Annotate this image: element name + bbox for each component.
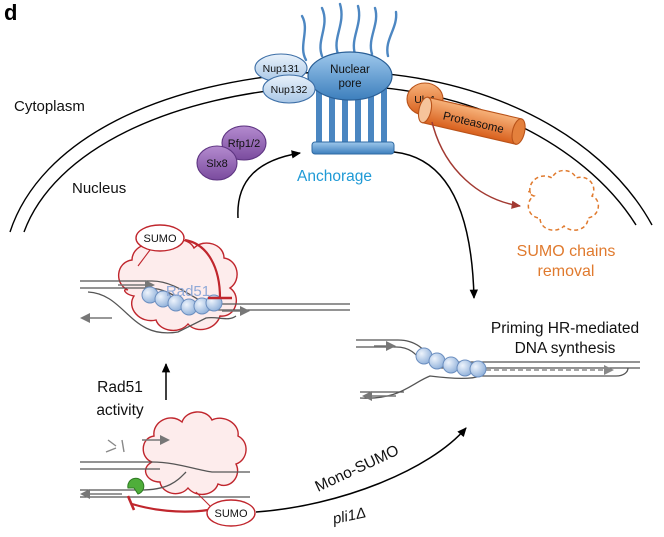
proteasome: Proteasome [417,96,526,145]
priming-label-line2: DNA synthesis [515,340,616,357]
sumo-tag-lower: SUMO [206,499,256,527]
panel-label: d [4,0,17,25]
sumo-removal-label-line1: SUMO chains [517,243,616,260]
anchorage-label: Anchorage [297,168,372,185]
sumo-inhibition-upper [184,238,222,299]
arrow-to-anchorage [237,150,302,219]
mono-sumo-label: Mono-SUMO [313,442,402,496]
nup131-label: Nup131 [263,63,300,75]
rad51-label: Rad51 [166,283,210,300]
priming-label-line1: Priming HR-mediated [491,320,639,337]
lower-sumo-cloud [142,411,247,495]
broken-fragments [105,439,125,453]
slx8-label: Slx8 [206,158,227,170]
right-fork [356,339,640,401]
slx8: Slx8 [196,145,238,181]
upper-fork: Rad51 SUMO [80,224,350,334]
mono-sumo-arrow [255,427,467,513]
sumo-tag-upper: SUMO [135,224,185,252]
nucleus-label: Nucleus [72,180,126,197]
cytoplasm-label: Cytoplasm [14,98,85,115]
sumo-removal-label-line2: removal [538,263,595,280]
arrow-to-sumo-removal [431,121,522,209]
rad51-filament-right [415,347,487,378]
sumo-top-label: SUMO [144,233,177,245]
arrow-pore-to-priming [393,151,478,300]
sumo-bottom-label: SUMO [215,508,248,520]
lower-fork: SUMO [80,411,256,527]
rad51-activity-label-line2: activity [96,402,144,419]
green-nuclease [127,477,145,495]
rfp12: Rfp1/2 [221,125,267,161]
rad51-activity-label-line1: Rad51 [97,379,143,396]
nup132: Nup132 [262,74,316,104]
pore-filaments [300,2,398,62]
sumo-inhibition-lower [131,502,209,513]
nup132-label: Nup132 [271,84,308,96]
removed-sumo-cloud [527,169,600,231]
nuclear-pore-label-line2: pore [338,78,361,90]
rfp12-label: Rfp1/2 [228,138,260,150]
pli1-label: pli1Δ [330,504,367,528]
pore-spokes [311,88,395,155]
nuclear-pore: Nuclear pore [307,51,393,101]
nuclear-pore-label-line1: Nuclear [330,64,370,76]
